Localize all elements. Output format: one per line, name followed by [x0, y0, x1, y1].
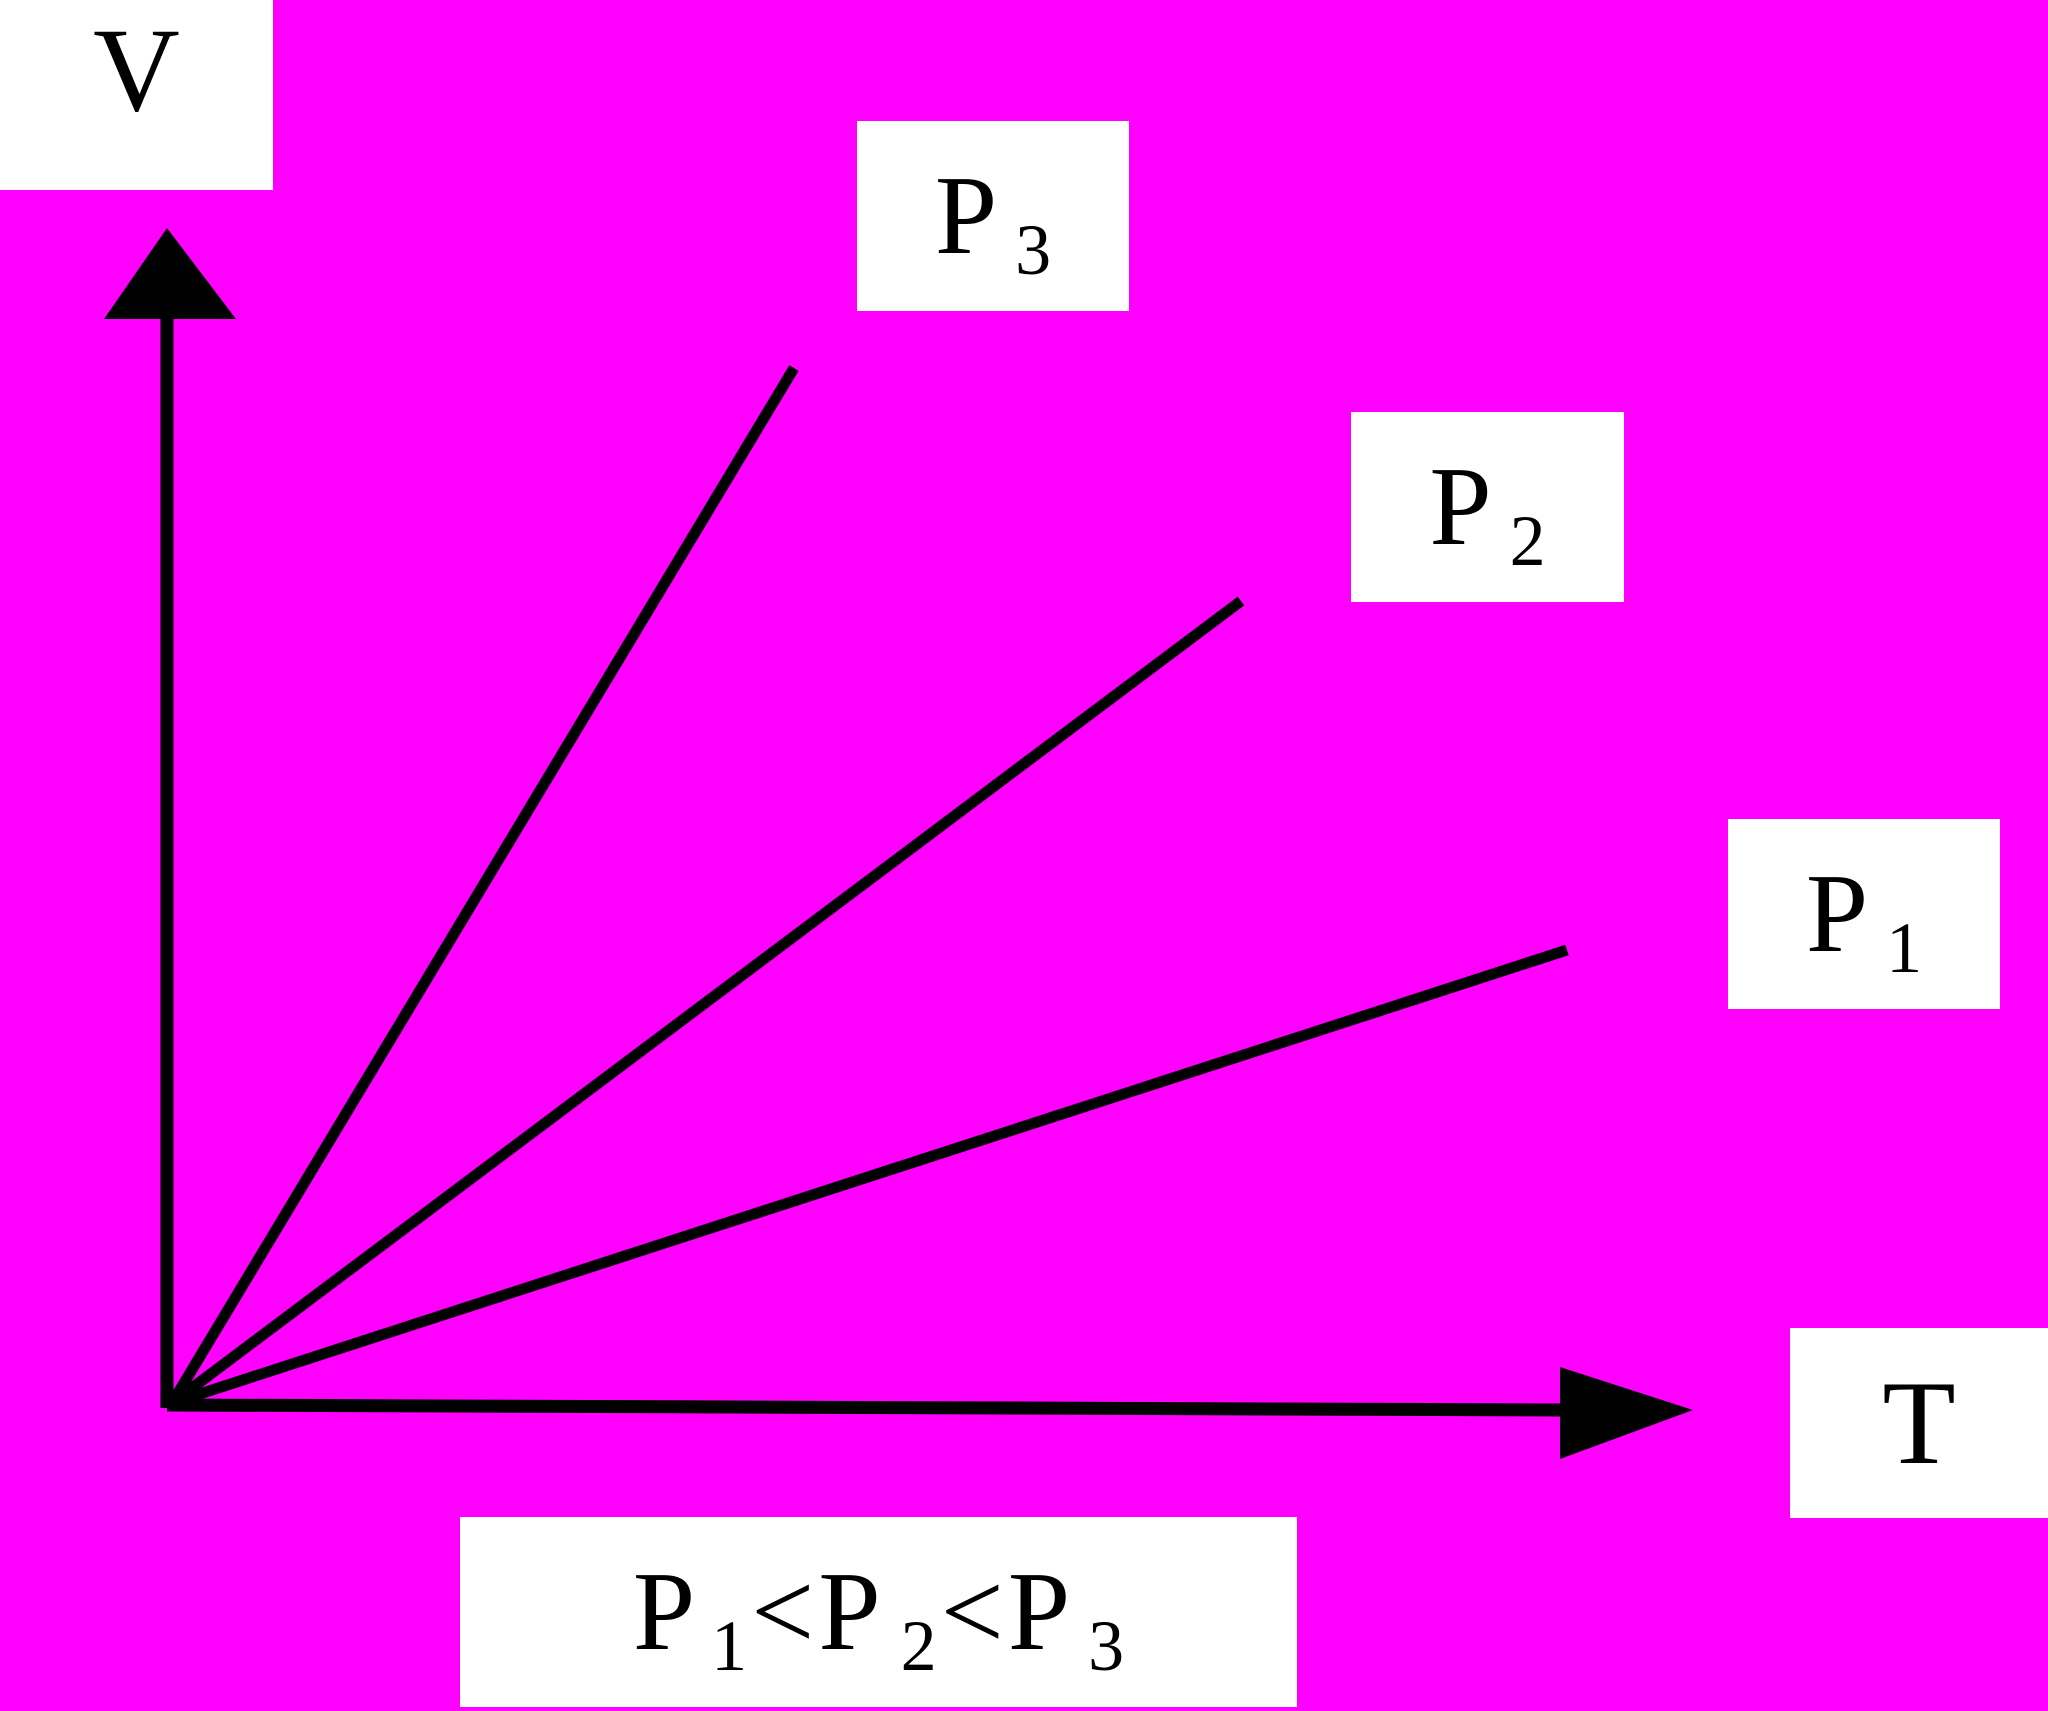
- isobar-label-p3-letter: P: [934, 154, 998, 278]
- y-axis-label-box: V: [0, 0, 273, 190]
- isobar-line-p1: [170, 944, 1569, 1409]
- isobar-label-p3: P 3: [857, 121, 1129, 311]
- isobar-label-p2-subscript: 2: [1509, 501, 1546, 581]
- pressure-relation-box: P 1 < P 2 < P 3: [460, 1517, 1297, 1707]
- isobar-line-p3: [167, 365, 799, 1406]
- relation-p1: P: [632, 1550, 696, 1674]
- y-axis-arrowhead: [104, 228, 236, 319]
- isobar-label-p2-letter: P: [1429, 445, 1492, 569]
- relation-p2-subscript: 2: [900, 1606, 937, 1686]
- x-axis-line: [166, 1398, 1563, 1417]
- relation-p1-subscript: 1: [711, 1606, 748, 1686]
- isobar-label-p2: P 2: [1351, 412, 1624, 602]
- isobar-line-p2: [168, 596, 1245, 1408]
- relation-p3: P: [1007, 1550, 1071, 1674]
- y-axis-label: V: [93, 3, 180, 136]
- relation-less-than-2: <: [940, 1550, 1004, 1674]
- isobar-label-p1-subscript: 1: [1886, 908, 1923, 988]
- isobar-label-p3-subscript: 3: [1015, 210, 1052, 290]
- isobar-label-p1: P 1: [1728, 819, 2000, 1009]
- relation-less-than-1: <: [751, 1550, 815, 1674]
- relation-p2: P: [818, 1550, 881, 1674]
- x-axis-arrowhead: [1560, 1367, 1693, 1459]
- isobar-label-p1-letter: P: [1805, 852, 1869, 976]
- x-axis-label-box: T: [1790, 1328, 2048, 1518]
- x-axis-label: T: [1882, 1356, 1956, 1489]
- relation-p3-subscript: 3: [1088, 1606, 1125, 1686]
